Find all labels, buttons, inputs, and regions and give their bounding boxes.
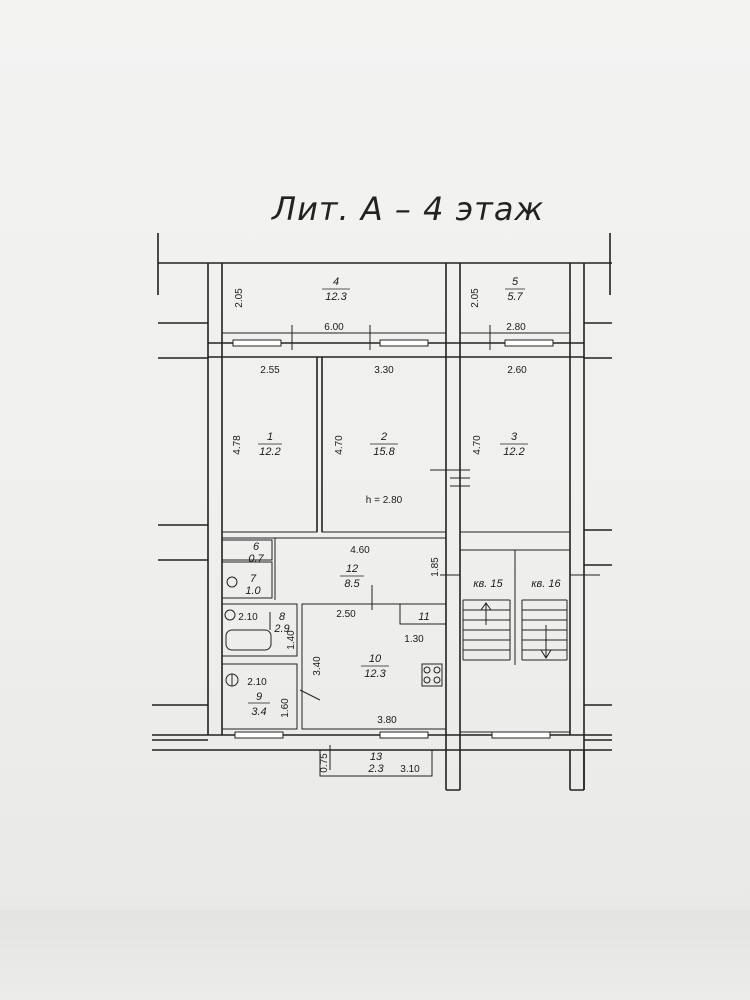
left-wall-stub-2 xyxy=(158,524,208,561)
room-2-number: 2 xyxy=(380,431,387,443)
apartment-15-label: кв. 15 xyxy=(473,578,503,590)
dim-room-2-width: 3.30 xyxy=(374,365,394,376)
right-wall xyxy=(569,263,585,790)
room-12-number: 12 xyxy=(346,563,358,575)
room-4-area: 12.3 xyxy=(325,291,347,303)
dim-room-10-height: 3.40 xyxy=(312,656,323,676)
dim-room-3-height: 4.70 xyxy=(472,435,483,455)
room-9 xyxy=(221,663,298,730)
dim-room-1-width: 2.55 xyxy=(260,365,280,376)
room-1-number: 1 xyxy=(267,431,273,443)
window-room-10 xyxy=(379,731,429,739)
dimension-ticks xyxy=(269,325,491,770)
room-8-area: 2.9 xyxy=(273,623,289,635)
window-room-4a xyxy=(232,339,282,347)
room-10 xyxy=(301,603,447,730)
stair-flight-right xyxy=(521,599,568,661)
dim-room-9-width: 2.10 xyxy=(247,677,267,688)
room-8-number: 8 xyxy=(279,611,286,623)
right-wall-stub-3 xyxy=(584,704,612,741)
room-7-number: 7 xyxy=(250,573,257,585)
dim-room-12-width: 4.60 xyxy=(350,545,370,556)
room-13-number: 13 xyxy=(370,751,383,763)
left-wall-stub-3 xyxy=(152,704,208,741)
room-4 xyxy=(221,262,447,334)
stair-flight-left xyxy=(462,599,511,661)
room-6-number: 6 xyxy=(253,541,260,553)
stove-burner-3 xyxy=(423,676,431,684)
left-wall xyxy=(207,263,223,735)
room-2-area: 15.8 xyxy=(373,446,395,458)
room-1-area: 12.2 xyxy=(259,446,280,458)
window-room-5 xyxy=(504,339,554,347)
room-13-area: 2.3 xyxy=(367,763,384,775)
dim-room-12-height: 1.85 xyxy=(430,557,441,577)
wall-1-2 xyxy=(316,357,323,532)
room-7 xyxy=(221,561,273,599)
room-9-area: 3.4 xyxy=(251,706,266,718)
stove-burner-2 xyxy=(433,666,441,674)
room-9-number: 9 xyxy=(256,691,262,703)
dim-room-13-width: 3.10 xyxy=(400,764,420,775)
room-13 xyxy=(319,749,433,777)
dim-room-11-width: 1.30 xyxy=(404,634,424,645)
dim-room-10-width: 3.80 xyxy=(377,715,397,726)
stove-burner-4 xyxy=(433,676,441,684)
dim-room-5-width: 2.80 xyxy=(506,322,526,333)
dim-room-5-height: 2.05 xyxy=(470,288,481,308)
dim-room-4-height: 2.05 xyxy=(234,288,245,308)
room-6 xyxy=(221,539,273,561)
room-10-number: 10 xyxy=(369,653,382,665)
dim-room-2-height: 4.70 xyxy=(334,435,345,455)
window-room-4b xyxy=(379,339,429,347)
room-5 xyxy=(459,262,571,334)
dim-room-8-height: 1.40 xyxy=(286,630,297,650)
door-room-3 xyxy=(430,469,470,487)
room-8 xyxy=(221,603,298,657)
dim-room-4-width: 6.00 xyxy=(324,322,344,333)
bathtub-fixture xyxy=(225,629,272,651)
room-5-number: 5 xyxy=(512,276,519,288)
room-3 xyxy=(459,356,571,533)
dim-room-10-top: 2.50 xyxy=(336,609,356,620)
room-6-area: 0.7 xyxy=(248,553,264,565)
toilet-fixture xyxy=(226,576,238,588)
dim-room-9-height: 1.60 xyxy=(280,698,291,718)
sink-fixture xyxy=(224,609,236,621)
window-stairwell xyxy=(491,731,551,739)
room-4-number: 4 xyxy=(333,276,339,288)
room-12-area: 8.5 xyxy=(344,578,360,590)
bottom-stubs xyxy=(446,750,585,791)
center-wall xyxy=(445,263,461,790)
stove-burner-1 xyxy=(423,666,431,674)
right-wall-stub-1 xyxy=(584,322,612,359)
plan-title: Лит. А – 4 этаж xyxy=(271,190,544,228)
room-3-area: 12.2 xyxy=(503,446,524,458)
room-3-number: 3 xyxy=(511,431,518,443)
right-wall-stub-2 xyxy=(584,529,612,566)
dim-room-13-height: 0.75 xyxy=(319,753,330,773)
left-wall-stub-1 xyxy=(158,322,208,359)
room-10-area: 12.3 xyxy=(364,668,386,680)
apartment-16-label: кв. 16 xyxy=(531,578,561,590)
room-5-area: 5.7 xyxy=(507,291,523,303)
window-room-9 xyxy=(234,731,284,739)
room-7-area: 1.0 xyxy=(245,585,261,597)
dim-room-1-height: 4.78 xyxy=(232,435,243,455)
paper-sheet xyxy=(0,0,750,910)
stove-fixture xyxy=(421,663,443,687)
dim-room-3-width: 2.60 xyxy=(507,365,527,376)
dim-room-8-width: 2.10 xyxy=(238,612,258,623)
ceiling-height: h = 2.80 xyxy=(366,495,403,506)
paper-edge xyxy=(0,910,750,1000)
room-11-number: 11 xyxy=(418,611,429,623)
